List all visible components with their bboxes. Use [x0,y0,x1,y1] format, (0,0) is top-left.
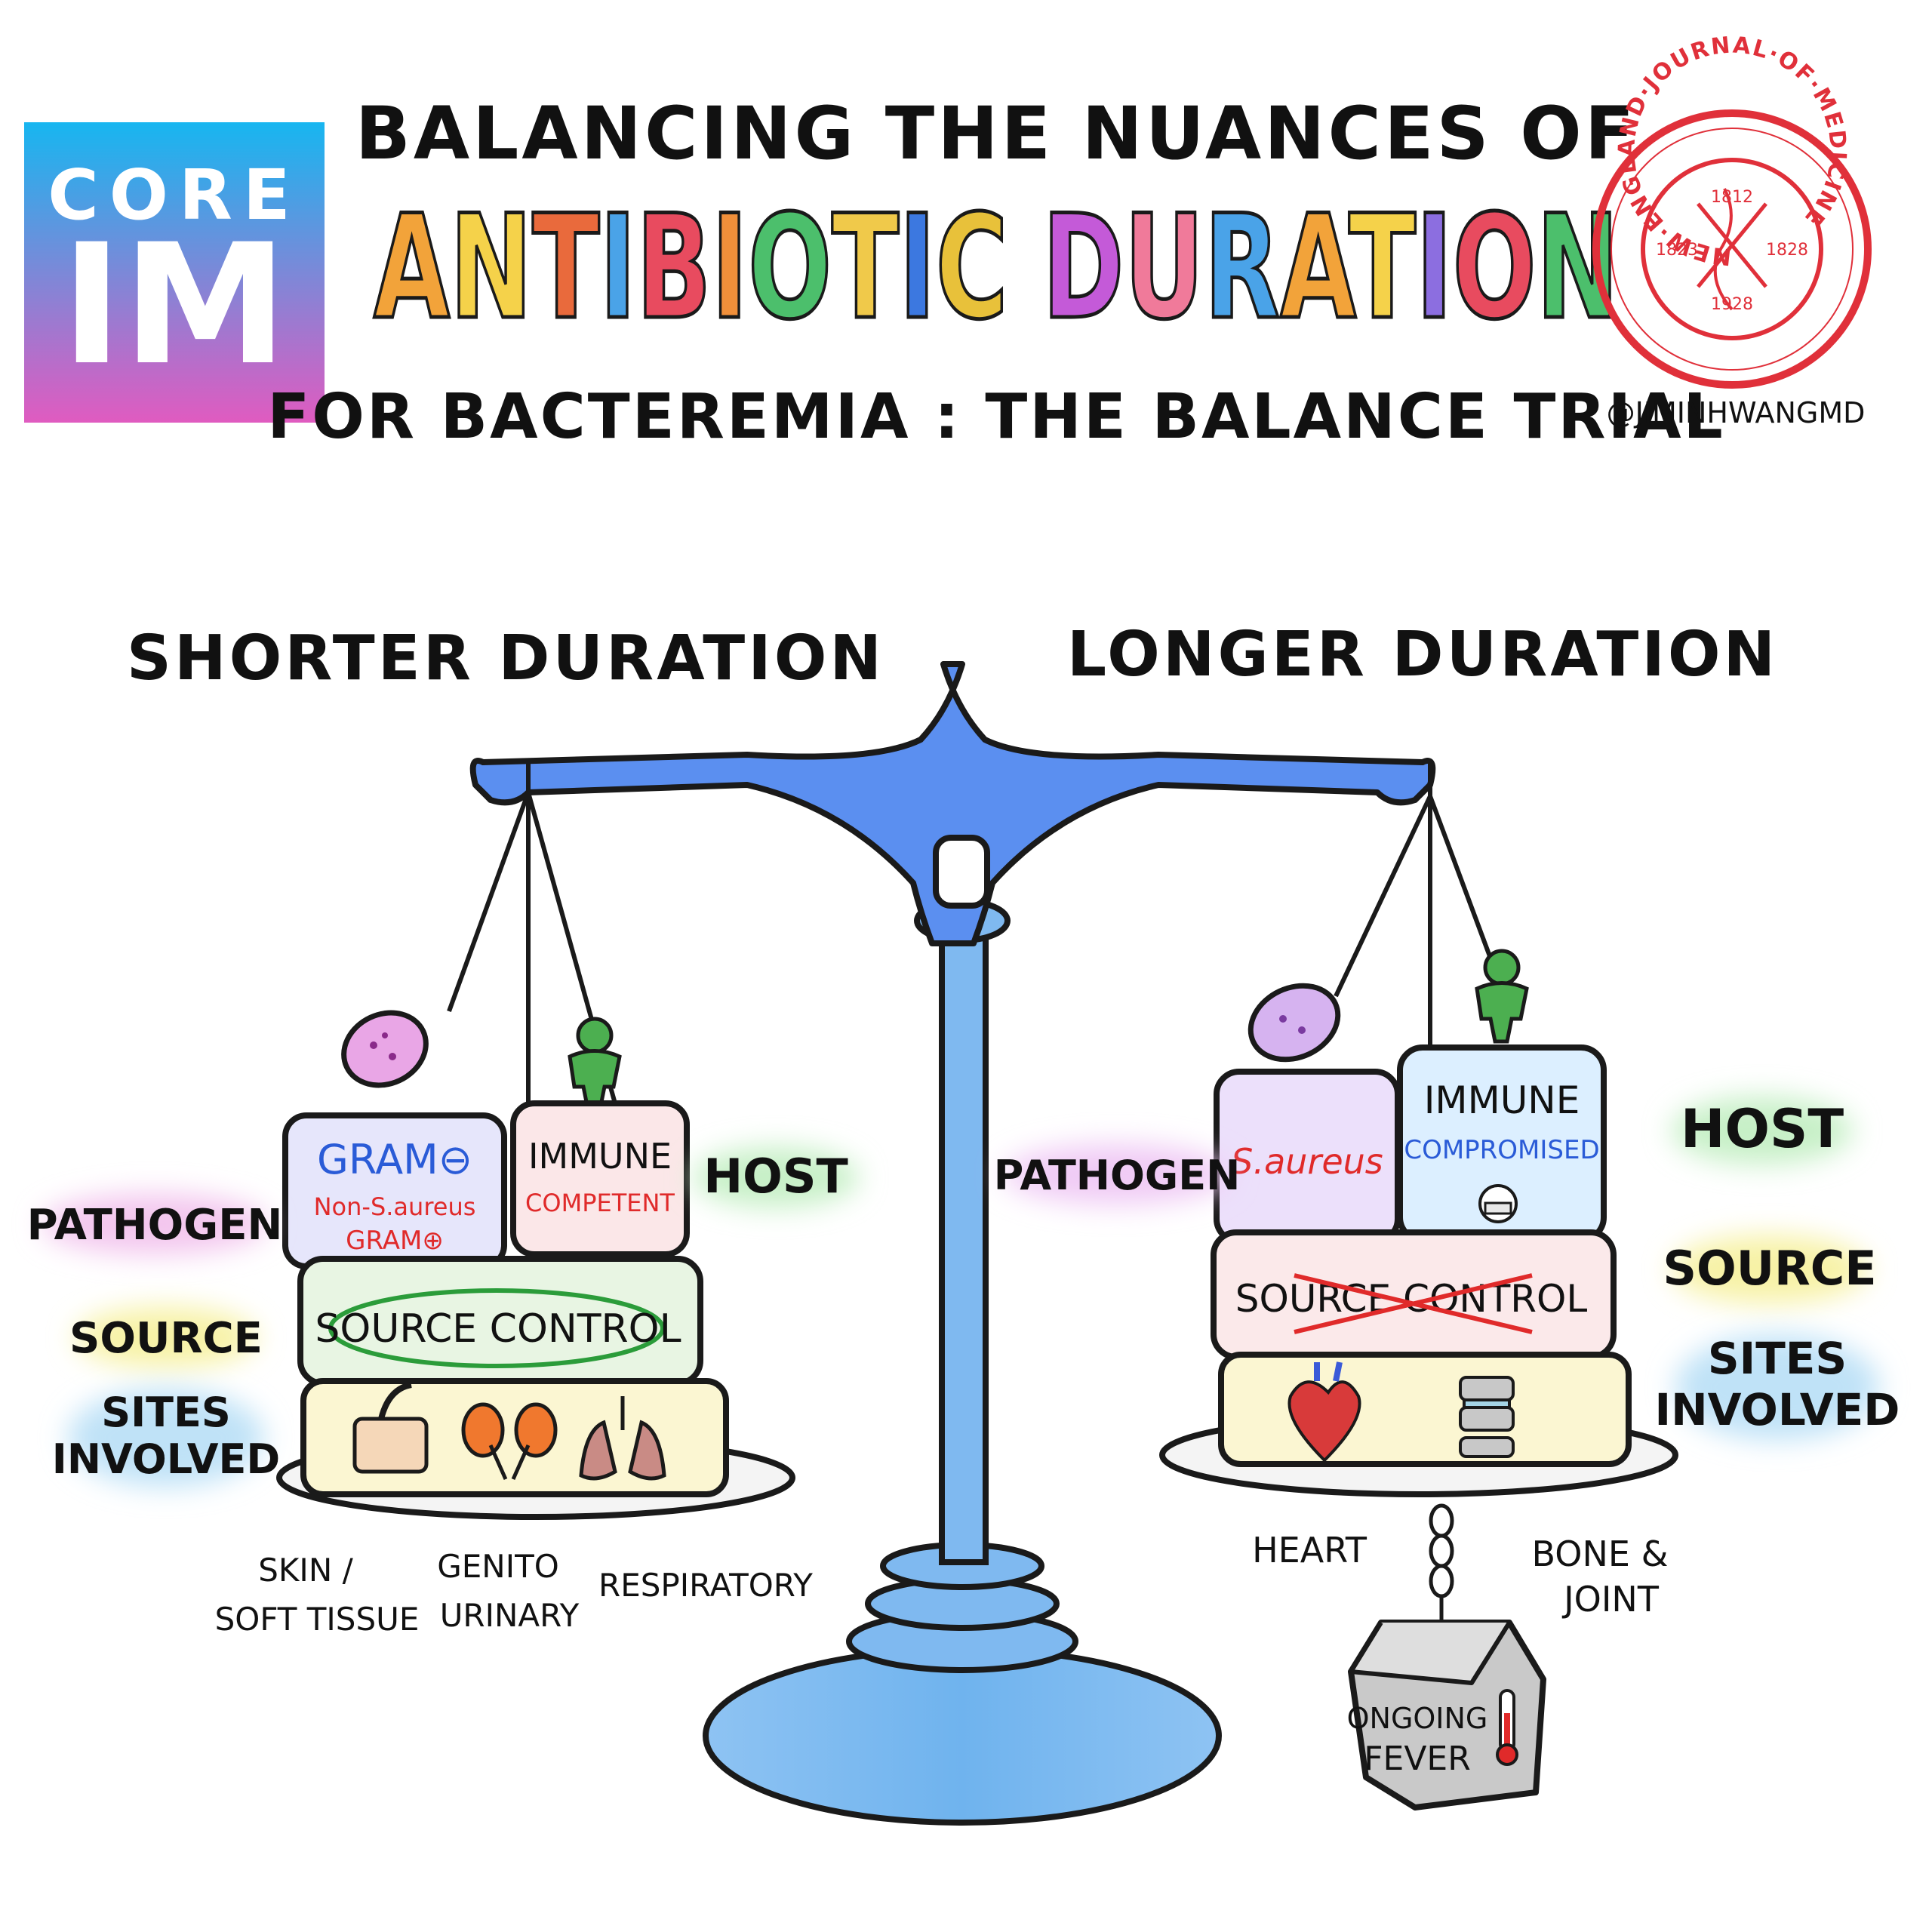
left-gram-box: GRAM⊖ Non-S.aureus GRAM⊕ [282,1112,507,1269]
right-pathogen-text: S.aureus [1231,1141,1383,1182]
title-letter: O [748,184,832,351]
logo-line2: IM [61,208,288,401]
left-gram-line3: GRAM⊕ [346,1226,444,1256]
title-letter: T [1349,184,1416,351]
title-letter: I [899,184,936,351]
heart-icon [1287,1361,1361,1463]
left-site-1-line2: SOFT TISSUE [215,1601,420,1638]
right-immune-line1: IMMUNE [1424,1078,1580,1122]
right-site-2-line1: BONE & [1532,1534,1669,1574]
right-immune-box: IMMUNE COMPROMISED [1397,1044,1607,1243]
left-site-2-line1: GENITO [437,1548,559,1585]
seal-ring-text: NEW·ENGLAND·JOURNAL·OF·MEDICINE [1614,32,1850,269]
right-sites-label-1: SITES [1708,1333,1847,1384]
right-sites-label-2: INVOLVED [1655,1384,1900,1435]
title-main: ANTIBIOTIC DURATION [372,183,1621,353]
title-letter: T [532,184,599,351]
left-immune-line2: COMPETENT [525,1189,675,1217]
left-sites-label-2: INVOLVED [52,1435,281,1483]
left-sites-box [300,1378,729,1497]
right-site-2-line2: JOINT [1561,1579,1660,1620]
left-site-2-line2: URINARY [440,1597,580,1634]
seal-year-top: 1812 [1711,188,1753,207]
left-source-box: SOURCE CONTROL [297,1256,703,1386]
title-letter: I [712,184,749,351]
title-line1: BALANCING THE NUANCES OF [355,91,1638,176]
spine-bone-icon [1459,1376,1515,1458]
left-sites-label-1: SITES [101,1389,231,1436]
scale-beam [469,661,1436,946]
hanging-chain [1429,1503,1454,1623]
left-heading: SHORTER DURATION [127,623,884,694]
right-pan-strings [1334,762,1504,1057]
right-source-text: SOURCE CONTROL [1235,1277,1588,1321]
title-letter: I [599,184,636,351]
title-letter: O [1453,184,1537,351]
right-source-label: SOURCE [1663,1241,1876,1296]
title-letter [1008,184,1042,351]
svg-text:NEW·ENGLAND·JOURNAL·OF·MEDICIN: NEW·ENGLAND·JOURNAL·OF·MEDICINE [1614,32,1851,269]
thermometer-icon [1496,1689,1518,1766]
title-letter: T [832,184,899,351]
right-pathogen-label: PATHOGEN [994,1152,1241,1199]
person-icon [568,1017,622,1112]
petri-dish-icon [1247,983,1341,1063]
left-immune-box: IMMUNE COMPETENT [510,1100,690,1257]
right-source-box: SOURCE CONTROL [1211,1229,1617,1360]
title-letter: R [1204,184,1281,351]
ongoing-fever-weight: ONGOING FEVER [1347,1620,1546,1810]
title-letter: A [1280,184,1356,351]
right-immune-line2: COMPROMISED [1404,1135,1599,1165]
left-site-1-line1: SKIN / [258,1552,353,1589]
right-heading: LONGER DURATION [1067,619,1778,691]
nejm-seal: NEW·ENGLAND·JOURNAL·OF·MEDICINE 1812 182… [1592,32,1872,389]
right-pathogen-box: S.aureus [1214,1069,1401,1244]
left-immune-line1: IMMUNE [528,1136,672,1177]
lungs-icon [579,1396,666,1481]
title-letter: N [450,184,532,351]
title-letter: D [1042,184,1124,351]
right-host-label: HOST [1681,1098,1844,1160]
title-letter: C [936,184,1008,351]
left-source-text: SOURCE CONTROL [315,1306,681,1352]
seal-year-left: 1823 [1656,241,1698,260]
kidney-icon [461,1402,558,1481]
left-source-label: SOURCE [69,1314,263,1363]
left-pathogen-label: PATHOGEN [27,1201,283,1250]
mask-face-icon [1478,1184,1518,1223]
title-letter: B [636,184,712,351]
logo-line1: CORE [48,155,300,235]
scale-stand [703,898,1222,1826]
title-letter: N [1537,184,1619,351]
core-im-logo: CORE IM [24,122,325,423]
title-letter: I [1416,184,1453,351]
skin-icon [352,1382,429,1474]
title-letter: U [1124,184,1204,351]
title-main-text: ANTIBIOTIC DURATION [374,184,1619,351]
petri-dish-icon [341,1010,429,1088]
right-site-1-line1: HEART [1252,1530,1367,1571]
seal-year-bottom: 1928 [1711,295,1753,314]
author-handle: @JIMINHWANGMD [1607,396,1866,429]
left-site-3-line1: RESPIRATORY [598,1567,813,1604]
title-line3: FOR BACTEREMIA : THE BALANCE TRIAL [267,381,1725,453]
title-letter: A [374,184,450,351]
seal-year-right: 1828 [1766,241,1808,260]
weight-line2: FEVER [1364,1740,1471,1778]
person-icon [1475,949,1529,1044]
left-gram-line2: Non-S.aureus [314,1192,476,1221]
left-host-label: HOST [703,1149,848,1204]
weight-line1: ONGOING [1347,1702,1488,1735]
left-gram-line1: GRAM⊖ [317,1136,472,1183]
right-sites-box [1218,1352,1632,1467]
